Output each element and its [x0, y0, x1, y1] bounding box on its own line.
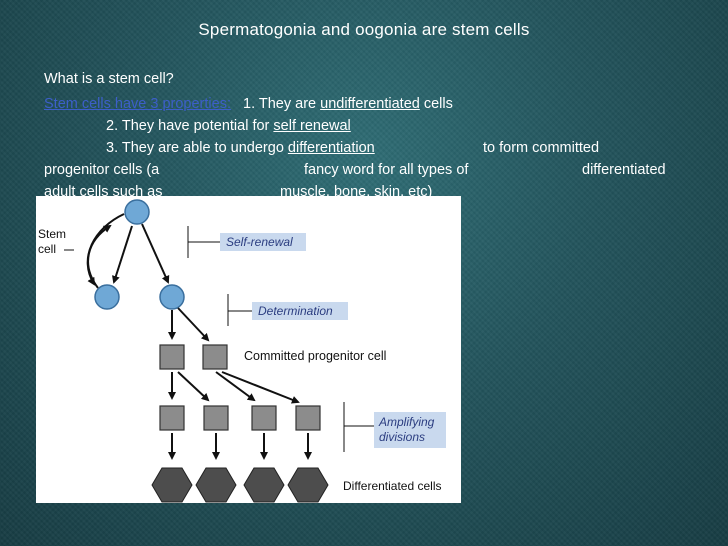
- curve-arrow-back: [87, 224, 112, 289]
- line5-a: progenitor cells (a: [44, 162, 160, 178]
- question-line: What is a stem cell?: [44, 71, 174, 87]
- self-renewal-label: Self-renewal: [226, 235, 293, 249]
- differentiated-cell-2: [195, 467, 237, 503]
- stem-cell-diagram: Stem cell Self-renewal Determination Com…: [38, 199, 446, 503]
- stem-cell-right: [159, 284, 185, 310]
- property-line-1: Stem cells have 3 properties: 1. They ar…: [44, 96, 453, 112]
- committed-label: Committed progenitor cell: [244, 349, 386, 363]
- differentiation-term: differentiation: [287, 140, 375, 156]
- differentiated-label: Differentiated cells: [343, 479, 442, 493]
- stem-cell-figure: Stem cell Self-renewal Determination Com…: [36, 196, 461, 503]
- self-renewal-term: self renewal: [273, 118, 351, 134]
- arrow-det-diag: [177, 307, 210, 342]
- property-1-suffix: cells: [419, 96, 453, 112]
- stem-cell-left: [94, 284, 120, 310]
- property-3-suffix: to form committed: [483, 140, 600, 156]
- determination-box: [252, 302, 348, 320]
- properties-link[interactable]: Stem cells have 3 properties:: [44, 96, 231, 112]
- property-line-2: 2. They have potential for self renewal: [106, 118, 351, 134]
- line5-c: differentiated: [582, 162, 666, 178]
- differentiated-cell-3: [243, 467, 285, 503]
- self-renewal-box: [220, 233, 306, 251]
- arrow-top-right: [141, 223, 170, 284]
- determination-label: Determination: [258, 304, 333, 318]
- property-1-prefix: 1. They are: [243, 96, 321, 112]
- amplifying-label-2: divisions: [379, 430, 425, 444]
- amplifying-label-1: Amplifying: [378, 415, 435, 429]
- curve-arrow-left: [86, 213, 125, 286]
- differentiated-cell-4: [287, 467, 329, 503]
- amplifying-cell-4: [295, 405, 321, 431]
- differentiated-cell-1: [151, 467, 193, 503]
- stem-label-2: cell: [38, 242, 56, 256]
- progenitor-cell-2: [202, 344, 228, 370]
- line5-b: fancy word for all types of: [304, 162, 469, 178]
- amplifying-box: [374, 412, 446, 448]
- property-line-3: 3. They are able to undergo differentiat…: [106, 140, 375, 156]
- stem-label-1: Stem: [38, 227, 66, 241]
- arrow-top-left: [112, 225, 133, 284]
- property-2-prefix: 2. They have potential for: [106, 118, 274, 134]
- undifferentiated-term: undifferentiated: [320, 96, 420, 112]
- amplifying-cell-1: [159, 405, 185, 431]
- property-3-prefix: 3. They are able to undergo: [106, 140, 288, 156]
- amplifying-cell-3: [251, 405, 277, 431]
- progenitor-cell-1: [159, 344, 185, 370]
- slide-title: Spermatogonia and oogonia are stem cells: [198, 20, 530, 39]
- amplifying-cell-2: [203, 405, 229, 431]
- stem-cell-top: [124, 199, 150, 225]
